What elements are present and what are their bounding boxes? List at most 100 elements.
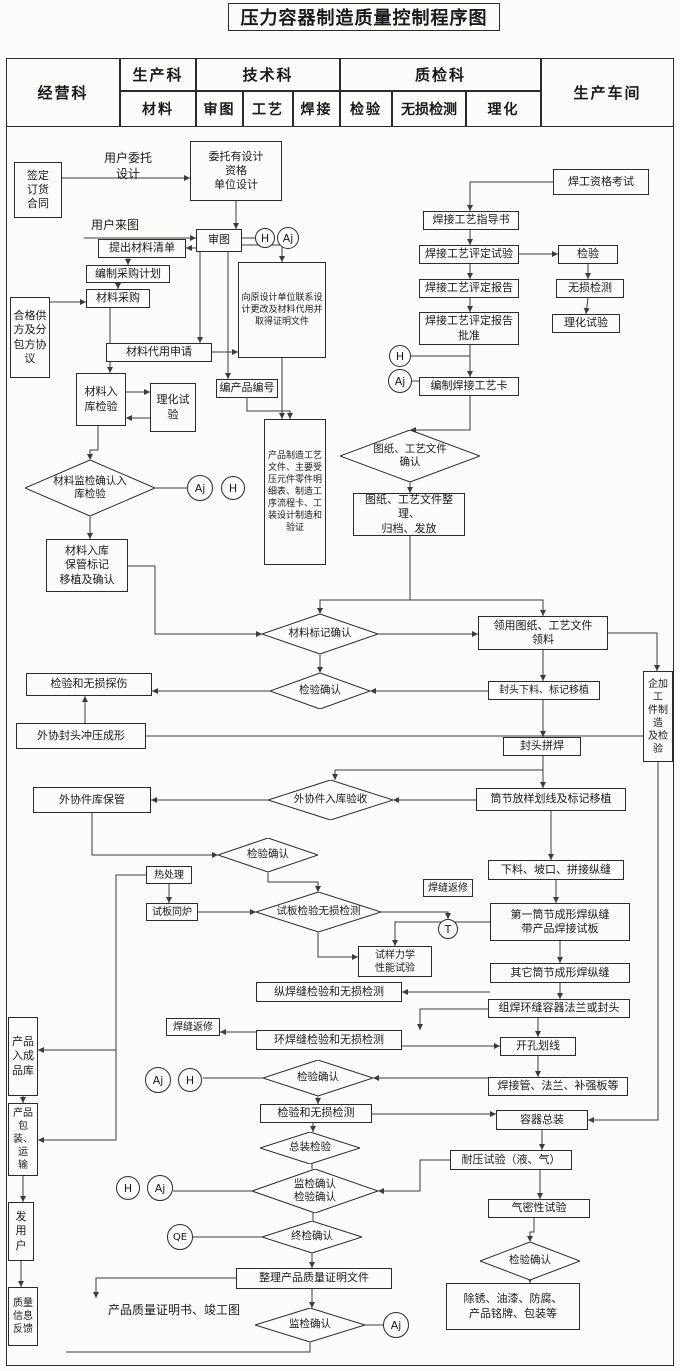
flow-box-long-weld-check: 纵焊缝检验和无损检测 [256,982,402,1002]
decision-label: 检验确认 [247,848,289,861]
flow-box-test-plate-furnace: 试板同炉 [146,903,198,921]
decision-label: 材料监检确认入 库检验 [53,474,127,500]
marker-h-circle-2: H [221,476,245,500]
flow-box-sample-mech-test: 试样力学 性能试验 [358,946,432,977]
header-cell-shengchanke: 生产科 [120,58,196,91]
decision-check-confirm-3: 检验确认 [263,1060,373,1096]
text-client-drawing: 用户来图 [90,217,139,232]
text-client-entrust: 用户委托 设计 [103,150,152,181]
marker-aj-circle-3: Aj [388,369,412,393]
flow-box-welding-guide: 焊接工艺指导书 [423,211,519,230]
decision-assembly-check: 总装检验 [260,1132,360,1164]
flow-box-blanking-groove: 下料、坡口、拼接纵缝 [488,860,624,880]
flow-box-material-incoming-check: 材料入 库检验 [76,373,126,426]
flow-box-pressure-test: 耐压试验（液、气） [450,1150,572,1170]
flow-box-outsourced-storage: 外协件库保管 [33,787,151,813]
flow-box-material-substitution: 材料代用申请 [106,343,212,362]
header-cell-hanjie: 焊接 [293,91,340,127]
decision-label: 材料标记确认 [288,627,352,640]
flow-box-process-docs: 产品制造工艺文件、主要受压元件零件明细表、制造工序流程卡、工装设计制造和验证 [264,419,326,565]
header-cell-zhijianke: 质检科 [340,58,541,91]
decision-label: 终检确认 [291,1230,333,1243]
decision-label: 检验确认 [297,1071,339,1084]
marker-h-circle-4: H [178,1068,202,1092]
flow-box-head-blanking: 封头下料、标记移植 [488,681,600,700]
flow-box-physchem-test-left: 理化试 验 [150,383,196,432]
decision-check-confirm-2: 检验确认 [218,838,318,872]
flow-box-pqr-report: 焊接工艺评定报告 [419,279,519,298]
decision-outsourced-acceptance: 外协件入库验收 [268,780,393,820]
marker-aj-circle-4: Aj [145,1067,171,1093]
flow-box-head-pressing: 外协封头冲压成形 [16,723,146,749]
marker-aj-circle-1: Aj [277,227,299,249]
header-cell-jingyingke: 经营科 [6,58,120,127]
decision-label: 检验确认 [299,684,341,697]
flow-box-other-shell: 其它筒节成形焊纵缝 [490,963,630,983]
flow-box-airtight-test: 气密性试验 [488,1199,590,1218]
marker-t-circle: T [438,919,458,939]
decision-label: 外协件入库验收 [293,793,368,806]
marker-aj-circle-6: Aj [383,1312,409,1338]
header-cell-wusun: 无损检测 [392,91,466,127]
flow-box-physchem-test-right: 理化试验 [552,314,620,333]
header-cell-jishuke: 技术科 [196,58,340,91]
flow-box-material-list: 提出材料清单 [98,239,186,258]
flow-box-hole-marking: 开孔划线 [500,1037,576,1056]
decision-label: 总装检验 [289,1141,331,1154]
decision-test-plate-check: 试板检验无损检测 [256,892,381,932]
flow-box-ndt-1: 无损检测 [556,279,624,298]
header-cell-lihua: 理化 [466,91,541,127]
marker-aj-circle-5: Aj [147,1175,173,1201]
header-cell-gongyi: 工艺 [243,91,293,127]
flow-box-packing-transport: 产品包 装、运 输 [8,1103,38,1176]
flow-box-material-storage: 材料入库 保管标记 移植及确认 [46,539,128,592]
flow-box-rust-paint: 除锈、油漆、防腐、 产品铭牌、包装等 [446,1283,580,1330]
flow-box-review-drawing: 审图 [196,229,242,252]
flow-box-send-user: 发 用 户 [8,1202,34,1261]
flow-box-welder-exam: 焊工资格考试 [553,169,649,195]
flow-box-material-purchase: 材料采购 [86,289,150,308]
flow-box-purchase-plan: 编制采购计划 [86,265,170,283]
decision-check-confirm-4: 检验确认 [480,1242,580,1280]
marker-h-circle-1: H [255,228,275,248]
flow-box-finished-storage: 产品 入成 品库 [8,1017,38,1096]
flow-box-sign-contract: 签定 订货 合同 [14,162,62,218]
flow-box-pqr-test: 焊接工艺评定试验 [419,245,519,264]
marker-qe-circle: QE [167,1224,193,1250]
flow-box-check-ndt-probe: 检验和无损探伤 [26,673,152,696]
decision-check-confirm-1: 检验确认 [270,673,370,709]
header-cell-chejian: 生产车间 [541,58,674,127]
text-quality-certificate: 产品质量证明书、竣工图 [107,1302,240,1317]
decision-label: 试板检验无损检测 [276,905,361,918]
flow-box-weld-repair-2: 焊缝返修 [166,1018,220,1036]
flow-box-product-number: 编产品编号 [216,379,278,398]
flow-box-vessel-assembly: 容器总装 [496,1110,588,1130]
decision-label: 检验确认 [509,1254,551,1267]
decision-supervise-check-confirm: 监检确认 检验确认 [252,1169,378,1213]
flow-box-check-1: 检验 [558,245,618,264]
flow-box-docs-archive: 图纸、工艺文件整理、 归档、发放 [353,493,465,536]
flow-box-enterprise-parts: 企加工 件制造 及检验 [643,671,673,762]
decision-label: 图纸、工艺文件 确认 [373,442,447,468]
marker-h-circle-3: H [389,345,411,367]
flow-box-pqr-approval: 焊接工艺评定报告 批准 [419,312,519,345]
flow-box-check-ndt-2: 检验和无损检测 [260,1104,372,1123]
marker-h-circle-5: H [116,1176,140,1200]
flow-box-circ-weld-check: 环焊缝检验和无损检测 [256,1030,402,1050]
decision-label: 监检确认 检验确认 [294,1177,336,1203]
decision-supervise-confirm-2: 监检确认 [255,1308,365,1342]
flow-box-qualified-supplier: 合格供 方及分 包方协 议 [10,297,50,378]
decision-material-mark-confirm: 材料标记确认 [262,614,378,654]
flow-box-quality-feedback: 质量 信息 反馈 [8,1287,38,1346]
decision-final-check: 终检确认 [262,1221,362,1253]
flow-box-heat-treatment: 热处理 [146,866,192,884]
flow-box-welding-card: 编制焊接工艺卡 [419,377,519,396]
flow-box-weld-repair-1: 焊缝返修 [423,879,473,897]
header-cell-shentu: 审图 [196,91,243,127]
flow-box-head-welding: 封头拼焊 [503,737,581,756]
marker-aj-circle-2: Aj [187,475,213,501]
flow-box-contact-design-org: 向原设计单位联系设计更改及材料代用并取得证明文件 [238,262,326,358]
decision-material-supervise-check: 材料监检确认入 库检验 [25,460,155,516]
